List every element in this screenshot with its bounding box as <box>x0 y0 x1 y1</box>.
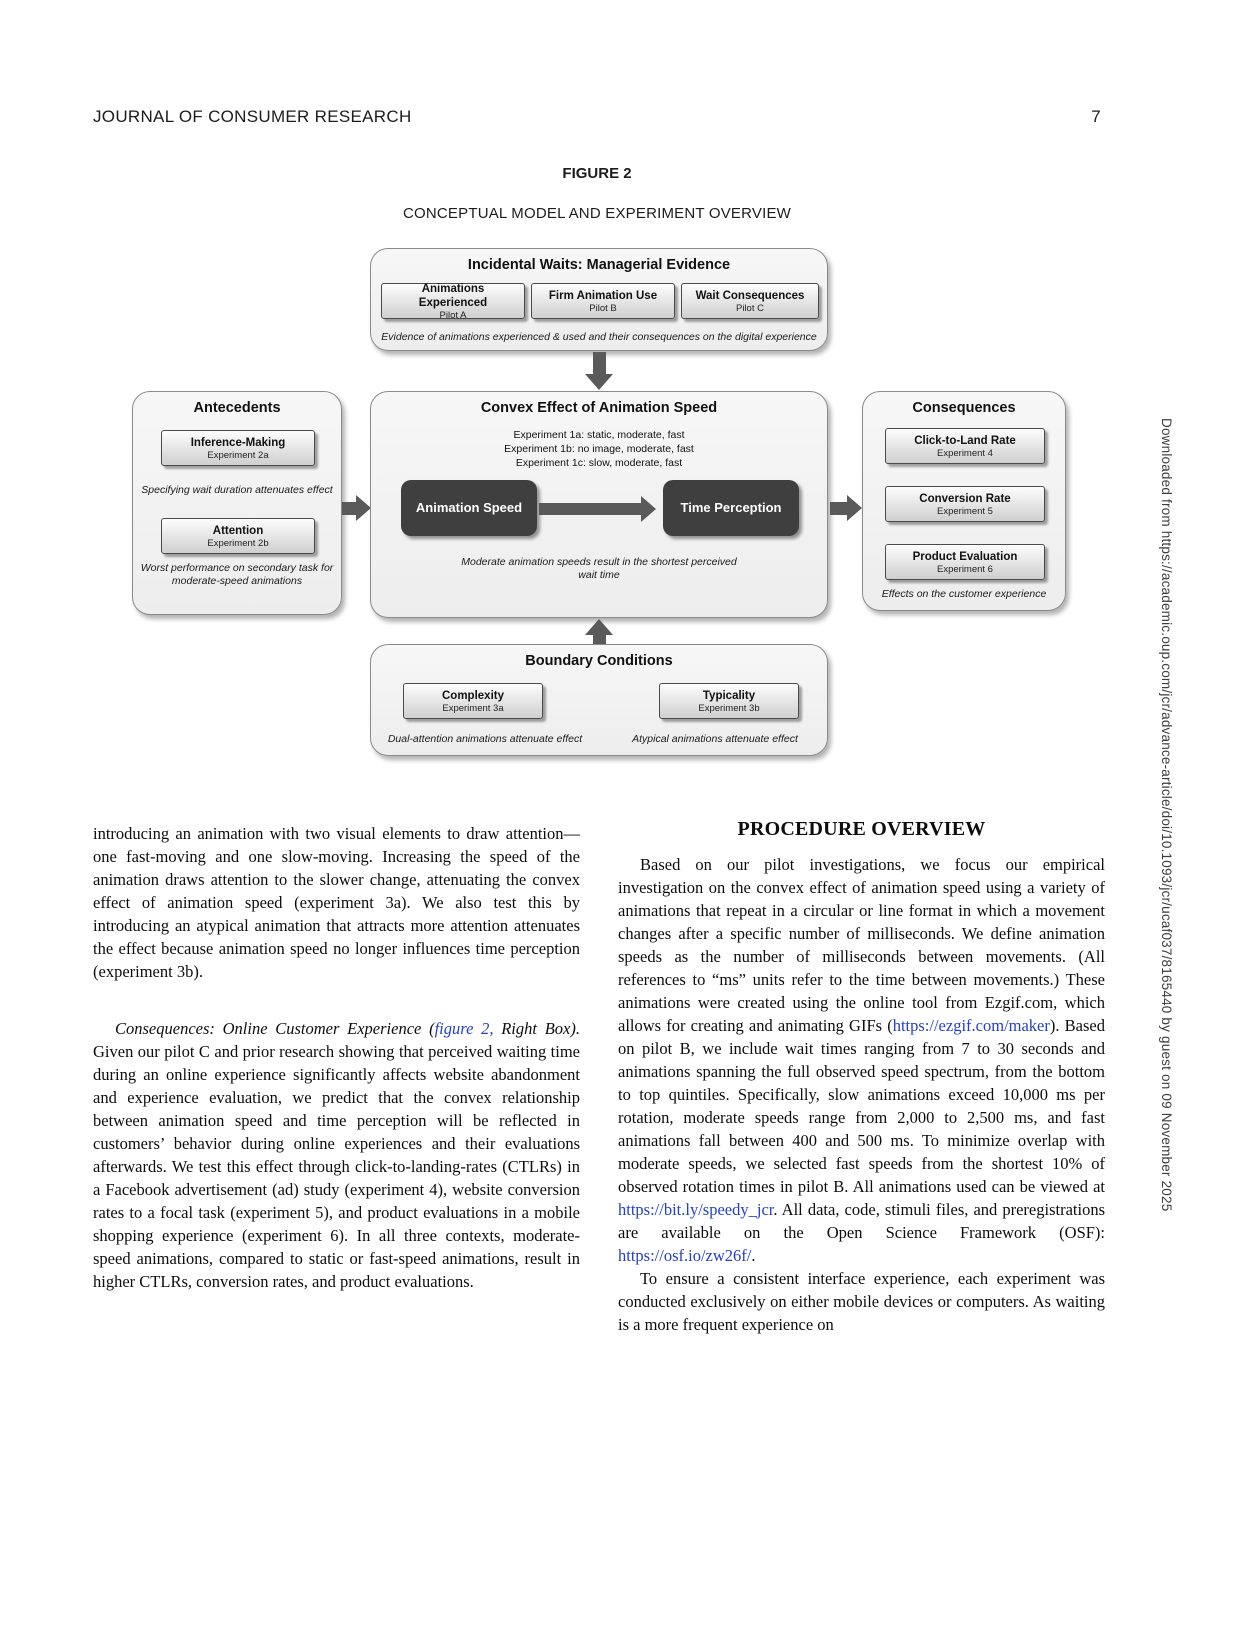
arrow-shaft <box>592 352 606 374</box>
experiment-list: Experiment 1a: static, moderate, fast Ex… <box>371 428 827 470</box>
procedure-text-4: . <box>751 1246 756 1265</box>
pilot-b-sub: Pilot B <box>589 302 617 314</box>
pilot-b-box: Firm Animation Use Pilot B <box>531 283 675 319</box>
figure-2-link[interactable]: figure 2, <box>434 1019 494 1038</box>
inference-making-note: Specifying wait duration attenuates effe… <box>141 484 333 496</box>
typicality-note: Atypical animations attenuate effect <box>632 733 798 745</box>
incidental-waits-note: Evidence of animations experienced & use… <box>381 331 817 343</box>
arrow-head <box>641 496 656 522</box>
conversion-rate-label: Conversion Rate <box>919 492 1011 505</box>
convex-effect-box: Convex Effect of Animation Speed Experim… <box>370 391 828 618</box>
antecedents-box: Antecedents Inference-Making Experiment … <box>132 391 342 615</box>
complexity-box: Complexity Experiment 3a <box>403 683 543 719</box>
boundary-conditions-box: Boundary Conditions Complexity Experimen… <box>370 644 828 756</box>
procedure-text-3: . All data, code, stimuli files, and pre… <box>618 1200 1105 1242</box>
inference-making-sub: Experiment 2a <box>207 449 269 461</box>
left-paragraph-1: introducing an animation with two visual… <box>93 824 580 981</box>
attention-box: Attention Experiment 2b <box>161 518 315 554</box>
conversion-rate-sub: Experiment 5 <box>937 505 993 517</box>
arrow-shaft <box>830 501 847 515</box>
time-perception-node: Time Perception <box>663 480 799 536</box>
inference-making-box: Inference-Making Experiment 2a <box>161 430 315 466</box>
arrow-speed-to-perception-icon <box>539 496 656 522</box>
consequences-lead-2: Right Box). <box>493 1019 580 1038</box>
complexity-note: Dual-attention animations attenuate effe… <box>387 733 583 745</box>
attention-note: Worst performance on secondary task for … <box>140 562 334 587</box>
right-paragraph-2: To ensure a consistent interface experie… <box>618 1269 1105 1334</box>
osf-link[interactable]: https://osf.io/zw26f/ <box>618 1246 752 1265</box>
arrow-shaft <box>539 503 641 515</box>
speedy-jcr-link[interactable]: https://bit.ly/speedy_jcr <box>618 1200 774 1219</box>
arrow-bottom-to-center-icon <box>585 619 613 644</box>
pilot-c-label: Wait Consequences <box>695 289 805 302</box>
pilot-a-sub: Pilot A <box>439 309 467 321</box>
boundary-conditions-title: Boundary Conditions <box>525 653 673 669</box>
pilot-b-label: Firm Animation Use <box>548 289 658 302</box>
consequences-lead: Consequences: Online Customer Experience… <box>115 1019 435 1038</box>
product-evaluation-box: Product Evaluation Experiment 6 <box>885 544 1045 580</box>
click-to-land-sub: Experiment 4 <box>937 447 993 459</box>
antecedents-title: Antecedents <box>193 400 281 416</box>
arrow-center-to-right-icon <box>830 495 862 521</box>
figure-caption: CONCEPTUAL MODEL AND EXPERIMENT OVERVIEW <box>402 205 792 222</box>
procedure-text-1: Based on our pilot investigations, we fo… <box>618 855 1105 1035</box>
procedure-text-2: ). Based on pilot B, we include wait tim… <box>618 1016 1105 1196</box>
right-column: PROCEDURE OVERVIEW Based on our pilot in… <box>618 818 1105 1336</box>
arrow-head <box>847 495 862 521</box>
convex-effect-title: Convex Effect of Animation Speed <box>480 400 718 416</box>
journal-name: JOURNAL OF CONSUMER RESEARCH <box>93 107 412 126</box>
arrow-left-to-center-icon <box>342 495 371 521</box>
incidental-waits-title: Incidental Waits: Managerial Evidence <box>467 257 731 273</box>
complexity-sub: Experiment 3a <box>442 702 504 714</box>
arrow-top-to-center-icon <box>585 352 613 390</box>
left-paragraph-2: Consequences: Online Customer Experience… <box>93 1017 580 1293</box>
arrow-head <box>356 495 371 521</box>
click-to-land-box: Click-to-Land Rate Experiment 4 <box>885 428 1045 464</box>
typicality-box: Typicality Experiment 3b <box>659 683 799 719</box>
section-heading: PROCEDURE OVERVIEW <box>737 818 986 840</box>
complexity-label: Complexity <box>442 689 504 702</box>
product-evaluation-label: Product Evaluation <box>912 550 1018 563</box>
arrow-head <box>585 374 613 390</box>
attention-sub: Experiment 2b <box>207 537 269 549</box>
side-note-wrapper: Downloaded from https://academic.oup.com… <box>1159 0 1174 1629</box>
typicality-label: Typicality <box>702 689 756 702</box>
typicality-sub: Experiment 3b <box>698 702 760 714</box>
arrow-head <box>585 619 613 635</box>
incidental-waits-box: Incidental Waits: Managerial Evidence An… <box>370 248 828 351</box>
conversion-rate-box: Conversion Rate Experiment 5 <box>885 486 1045 522</box>
running-header: JOURNAL OF CONSUMER RESEARCH 7 <box>93 107 1101 127</box>
consequences-title: Consequences <box>912 400 1016 416</box>
experiment-1c: Experiment 1c: slow, moderate, fast <box>515 457 683 469</box>
left-column: introducing an animation with two visual… <box>93 822 580 1293</box>
animation-speed-node: Animation Speed <box>401 480 537 536</box>
conceptual-model-diagram: Incidental Waits: Managerial Evidence An… <box>130 243 1070 773</box>
download-watermark: Downloaded from https://academic.oup.com… <box>1159 417 1174 1212</box>
pilot-a-label: Animations Experienced <box>418 282 488 309</box>
pilot-c-box: Wait Consequences Pilot C <box>681 283 819 319</box>
page-number: 7 <box>1091 107 1101 126</box>
product-evaluation-sub: Experiment 6 <box>937 563 993 575</box>
pilot-a-box: Animations Experienced Pilot A <box>381 282 525 321</box>
experiment-1a: Experiment 1a: static, moderate, fast <box>513 429 685 441</box>
figure-label: FIGURE 2 <box>562 165 632 182</box>
consequences-text: Given our pilot C and prior research sho… <box>93 1042 580 1291</box>
experiment-1b: Experiment 1b: no image, moderate, fast <box>504 443 694 455</box>
inference-making-label: Inference-Making <box>190 436 286 449</box>
arrow-shaft <box>342 501 356 515</box>
right-paragraph-1: Based on our pilot investigations, we fo… <box>618 853 1105 1267</box>
convex-effect-note: Moderate animation speeds result in the … <box>461 556 737 581</box>
consequences-note: Effects on the customer experience <box>881 588 1047 600</box>
click-to-land-label: Click-to-Land Rate <box>914 434 1016 447</box>
consequences-box: Consequences Click-to-Land Rate Experime… <box>862 391 1066 611</box>
pilot-c-sub: Pilot C <box>736 302 764 314</box>
ezgif-link[interactable]: https://ezgif.com/maker <box>892 1016 1050 1035</box>
arrow-shaft <box>592 635 606 644</box>
attention-label: Attention <box>212 524 264 537</box>
